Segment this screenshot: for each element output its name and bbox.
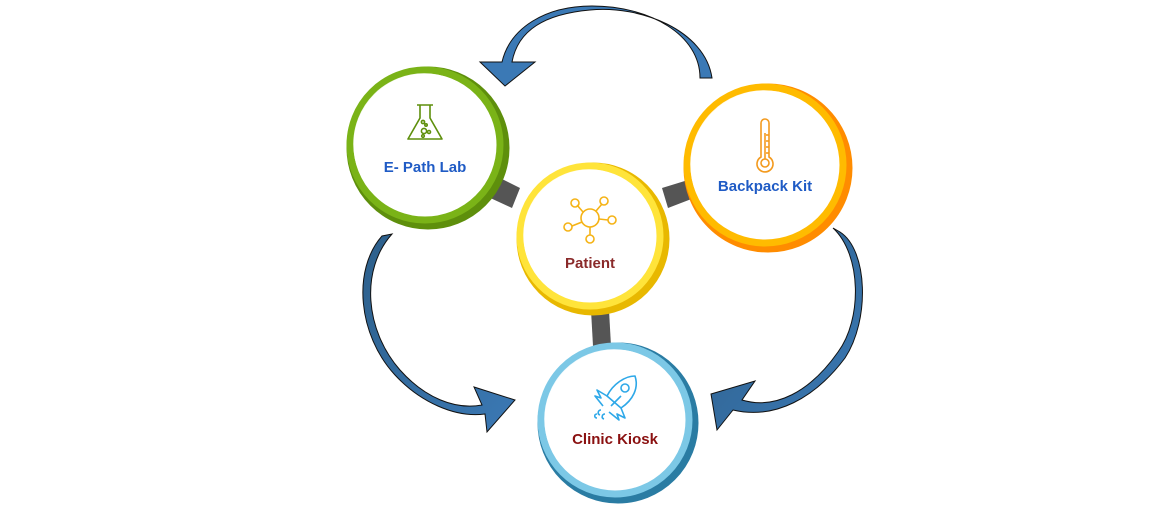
arrow-backpack-to-lab: [478, 5, 713, 87]
node-e-path-lab-label: E- Path Lab: [384, 159, 467, 176]
rocket-icon: [593, 375, 637, 421]
node-e-path-lab-ring-highlight: [353, 73, 495, 215]
node-clinic-kiosk: Clinic Kiosk: [537, 342, 699, 504]
node-patient-ring-highlight: [523, 169, 655, 301]
flask-icon: [407, 104, 443, 140]
node-clinic-kiosk-label: Clinic Kiosk: [572, 431, 659, 448]
arrows: [362, 5, 863, 434]
node-backpack-kit-ring-highlight: [690, 90, 838, 238]
thermometer-icon: [756, 118, 774, 173]
arrow-backpack-to-kiosk: [710, 227, 863, 432]
node-clinic-kiosk-ring: [537, 342, 693, 498]
node-backpack-kit-label: Backpack Kit: [718, 178, 812, 195]
arrow-lab-to-kiosk: [362, 233, 516, 434]
node-e-path-lab: E- Path Lab: [346, 66, 510, 230]
node-backpack-kit: Backpack Kit: [683, 83, 853, 253]
node-patient: Patient: [516, 162, 670, 316]
node-backpack-kit-ring: [683, 83, 847, 247]
connector-patient-kiosk: [591, 310, 611, 346]
node-patient-ring: [516, 162, 664, 310]
node-patient-label: Patient: [565, 255, 615, 272]
node-e-path-lab-ring: [346, 66, 504, 224]
node-clinic-kiosk-ring-highlight: [544, 349, 684, 489]
network-hub-icon: [563, 196, 617, 244]
